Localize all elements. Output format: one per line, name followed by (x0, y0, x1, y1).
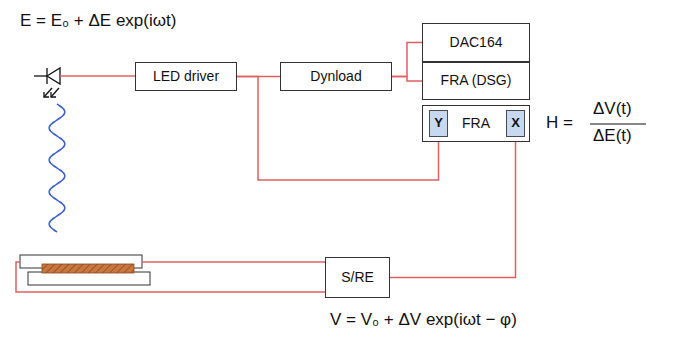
node-label: FRA (462, 116, 490, 131)
node-label: FRA (DSG) (441, 73, 512, 88)
node-label: Dynload (310, 69, 361, 84)
signal-wire (390, 137, 516, 278)
generator-box: FRA (DSG) (422, 62, 530, 100)
formula-label: V = V₀ + ΔV exp(iωt − φ) (330, 311, 517, 330)
load-box: Dynload (280, 62, 392, 91)
signal-wire (237, 77, 439, 181)
input-port: X (506, 110, 525, 137)
node-label: Y (434, 116, 443, 130)
led-wire (60, 75, 135, 77)
input-port: Y (429, 110, 448, 137)
formula-label: E = E₀ + ΔE exp(iωt) (20, 12, 176, 31)
fraction-bar (590, 123, 646, 124)
dac-box: DAC164 (422, 23, 530, 62)
node-label: S/RE (341, 270, 374, 285)
cell-wire (142, 261, 325, 263)
formula-label: ΔV(t) (593, 100, 632, 119)
node-label: LED driver (153, 69, 219, 84)
analyzer-box: FRA Y X (422, 105, 530, 142)
node-label: X (511, 116, 520, 130)
cell-wire (16, 262, 325, 292)
formula-label: H = (546, 114, 573, 133)
signal-wire (392, 43, 422, 77)
formula-label: ΔE(t) (593, 127, 632, 146)
node-label: DAC164 (450, 35, 503, 50)
potentiostat-box: S/RE (325, 257, 390, 298)
sample-cell (20, 255, 150, 285)
signal-wire (392, 77, 422, 82)
light-wave (49, 104, 65, 232)
led-symbol (34, 68, 60, 97)
driver-box: LED driver (135, 62, 237, 91)
